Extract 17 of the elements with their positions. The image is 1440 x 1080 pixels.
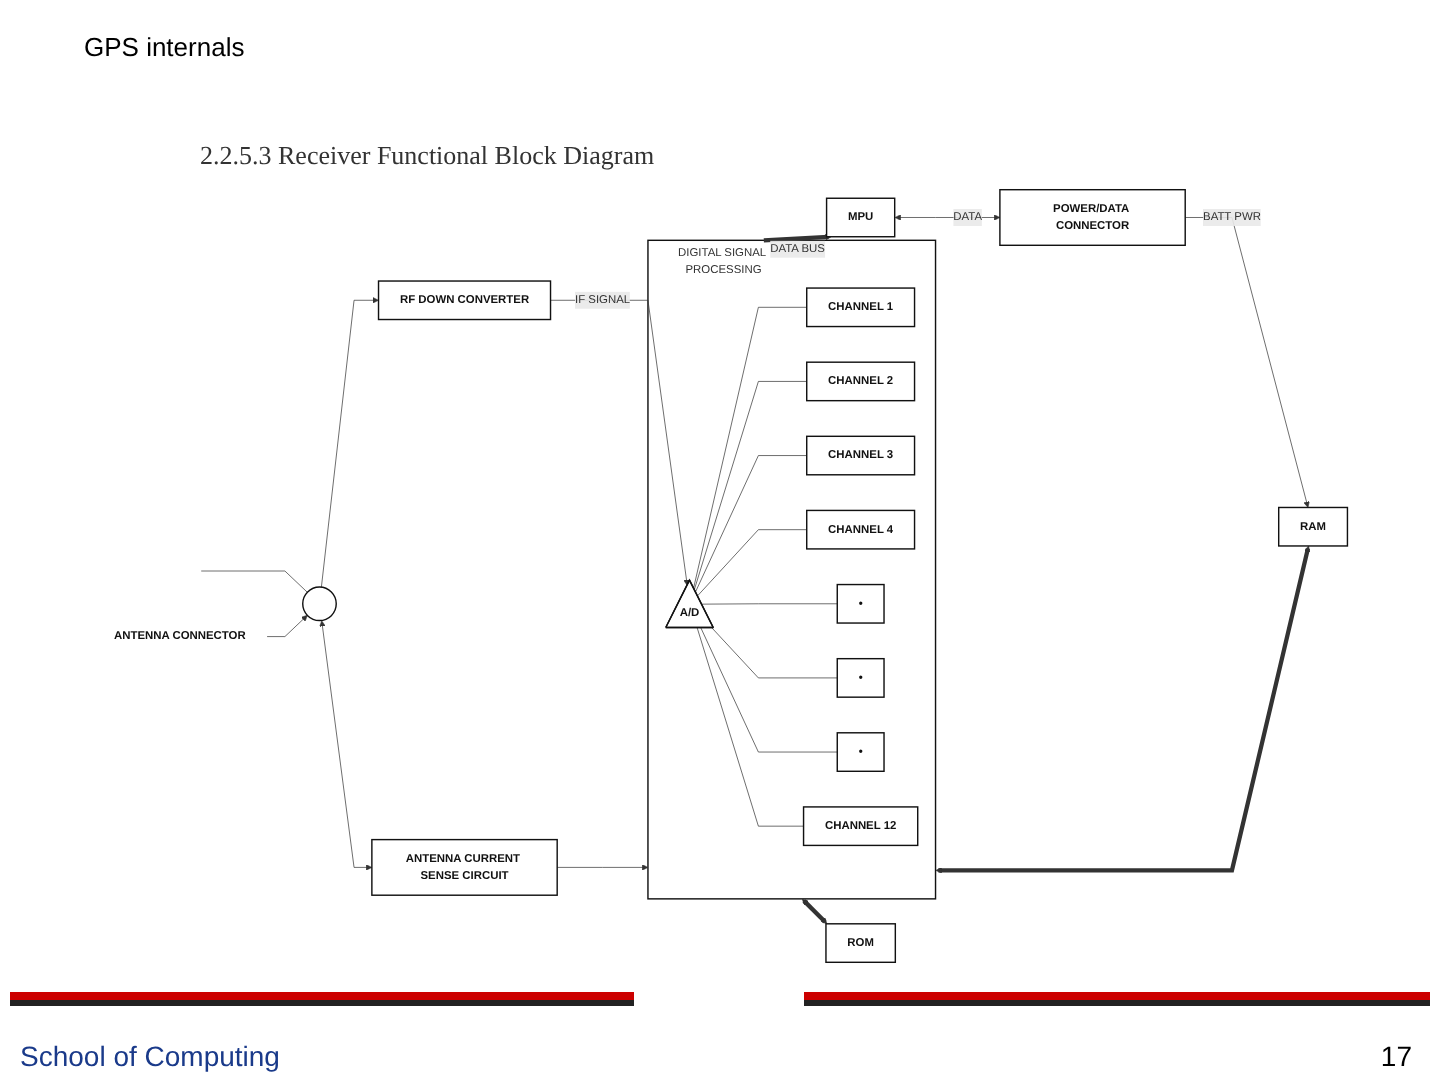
arrow — [801, 898, 828, 925]
connector — [701, 603, 838, 605]
node-circle — [302, 586, 337, 622]
arrow — [763, 233, 832, 243]
connector — [711, 627, 838, 679]
slide-title: GPS internals — [84, 32, 245, 62]
connector — [694, 381, 808, 590]
connector — [200, 570, 308, 593]
page-number: 17 — [1380, 1040, 1412, 1072]
connector — [697, 529, 808, 597]
connector — [693, 306, 808, 589]
connector — [696, 627, 804, 827]
connector — [695, 455, 808, 593]
connector — [700, 627, 838, 753]
figure-heading: 2.2.5.3 Receiver Functional Block Diagram — [200, 140, 655, 172]
arrow — [935, 545, 1311, 874]
footer-text: School of Computing — [20, 1040, 280, 1072]
